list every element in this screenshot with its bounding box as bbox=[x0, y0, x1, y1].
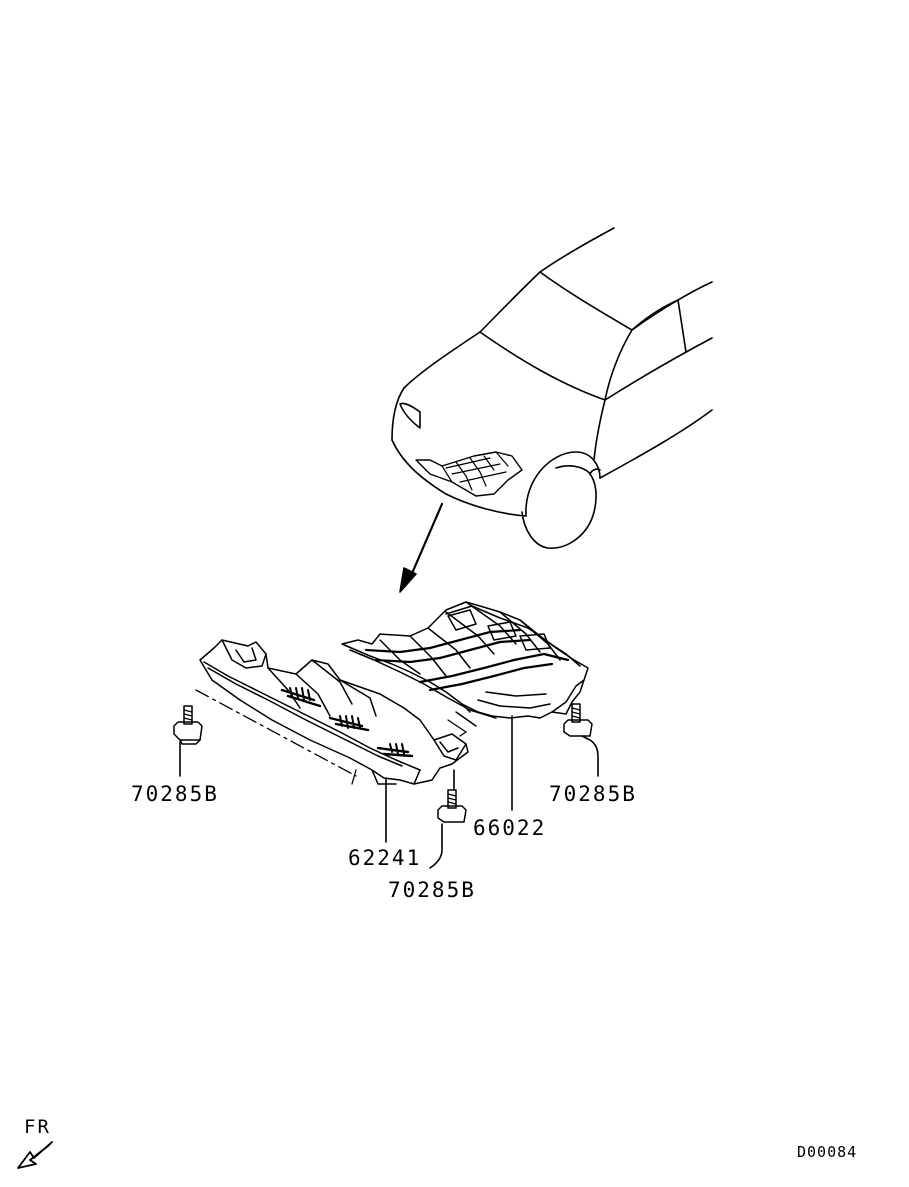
front-direction-arrow-icon bbox=[17, 1141, 53, 1169]
callout-leaders bbox=[179, 715, 599, 869]
front-skid-plate-drawing bbox=[195, 639, 469, 785]
direction-label: FR bbox=[24, 1116, 51, 1138]
leader-arrow bbox=[399, 502, 444, 593]
callout-bolt-left: 70285B bbox=[131, 782, 219, 806]
bolt-center-drawing bbox=[437, 789, 467, 823]
rear-skid-plate-drawing bbox=[341, 601, 589, 737]
bolt-left-drawing bbox=[173, 705, 203, 745]
diagram-code: D00084 bbox=[797, 1143, 858, 1161]
callout-bolt-right: 70285B bbox=[549, 782, 637, 806]
bolt-right-drawing bbox=[563, 703, 593, 737]
vehicle-outline bbox=[391, 227, 713, 549]
callout-rear-skid-plate: 66022 bbox=[473, 816, 547, 840]
callout-front-skid-plate: 62241 bbox=[348, 846, 422, 870]
callout-bolt-center: 70285B bbox=[388, 878, 476, 902]
